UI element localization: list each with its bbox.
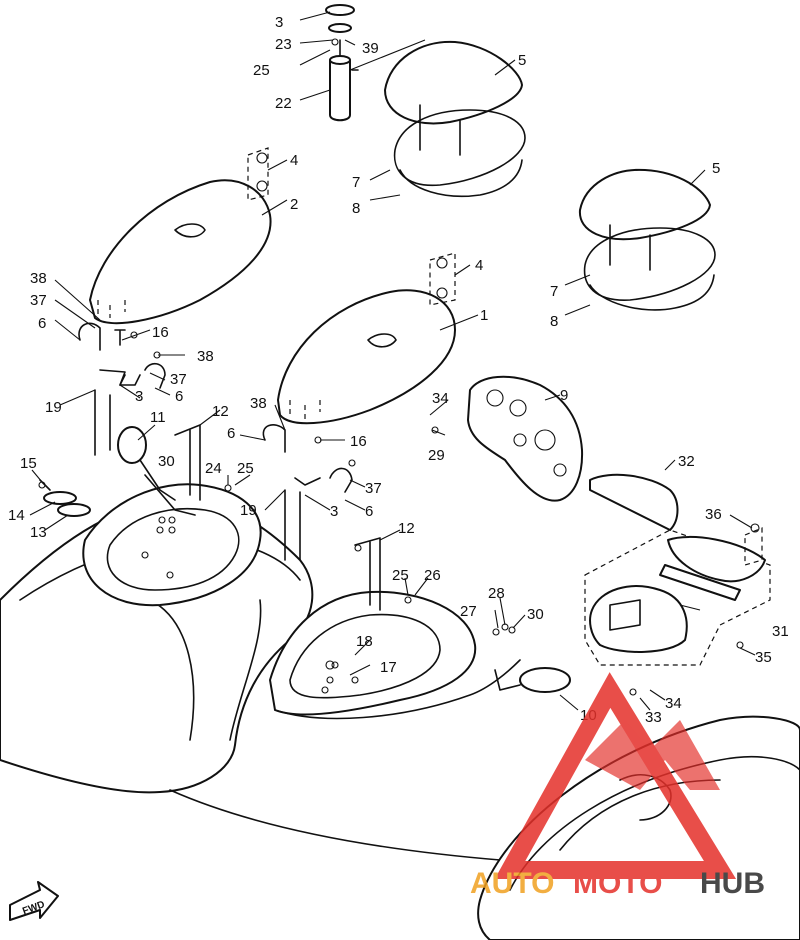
callout-25b: 26	[424, 567, 441, 584]
callout-17: 17	[380, 659, 397, 676]
callout-21: 23	[275, 36, 292, 53]
callout-37c: 37	[365, 480, 382, 497]
callout-12a: 12	[212, 403, 229, 420]
callout-11: 11	[150, 409, 166, 426]
callout-26: 30	[158, 453, 175, 470]
callout-20: 22	[275, 95, 292, 112]
callout-30: 30	[527, 606, 544, 623]
callout-6b: 6	[175, 388, 183, 405]
callout-2: 2	[290, 196, 298, 213]
callout-34b: 34	[665, 695, 682, 712]
callout-4b: 4	[475, 257, 483, 274]
callout-8b: 8	[550, 313, 558, 330]
tray-set-lower	[578, 168, 716, 311]
callout-16b: 16	[350, 433, 367, 450]
callout-31: 31	[772, 623, 789, 640]
callout-39: 39	[362, 40, 379, 57]
callout-7a: 7	[352, 174, 360, 191]
callout-18: 18	[356, 633, 373, 650]
callout-38a: 38	[30, 270, 47, 287]
parts-13-14	[39, 479, 91, 517]
seat-1-lower	[277, 289, 456, 425]
callout-22: 3	[275, 14, 283, 31]
seat-brackets	[78, 322, 353, 561]
callout-29: 29	[428, 447, 445, 464]
watermark-text-moto: MOTO	[573, 867, 662, 900]
callout-36: 36	[705, 506, 722, 523]
callout-19b: 19	[240, 502, 257, 519]
watermark-text-hub: HUB	[700, 867, 765, 900]
callout-8a: 8	[352, 200, 360, 217]
part-10-mirror	[494, 667, 571, 693]
callout-4a: 4	[290, 152, 298, 169]
callout-labels: 3 23 39 25 22 5 4 2 7 8 5 4 7 8 1 38 37 …	[8, 14, 789, 726]
callout-38c: 38	[250, 395, 267, 412]
seat-2-upper	[89, 179, 272, 325]
callout-7b: 7	[550, 283, 558, 300]
fasteners	[38, 38, 760, 696]
callout-32: 32	[678, 453, 695, 470]
callout-24a: 24	[205, 460, 222, 477]
callout-6c: 6	[227, 425, 235, 442]
tray-set-upper	[384, 40, 526, 198]
leader-lines	[29, 11, 756, 711]
callout-37b: 37	[170, 371, 187, 388]
callout-6d: 6	[365, 503, 373, 520]
mount-dashed-boxes	[247, 147, 763, 566]
callout-27: 27	[460, 603, 477, 620]
callout-25a: 25	[237, 460, 254, 477]
callout-35: 35	[755, 649, 772, 666]
rear-storage-bin	[269, 590, 521, 720]
callout-19a: 19	[45, 399, 62, 416]
glovebox-31	[584, 529, 771, 666]
callout-37a: 37	[30, 292, 47, 309]
callout-5a: 5	[518, 52, 526, 69]
tube-20-assembly	[325, 4, 359, 122]
callout-23: 25	[253, 62, 270, 79]
watermark-text-auto: AUTO	[470, 867, 554, 900]
callout-13: 13	[30, 524, 47, 541]
watermark-triangle-icon	[494, 672, 737, 879]
watermark-mountain-icon	[585, 720, 720, 790]
gasket-32	[589, 473, 679, 531]
callout-5b: 5	[712, 160, 720, 177]
front-storage-bin	[82, 483, 262, 607]
callout-12b: 12	[398, 520, 415, 537]
callout-38b: 38	[197, 348, 214, 365]
fwd-arrow-icon: FWD	[9, 881, 59, 921]
callout-3b: 3	[330, 503, 338, 520]
panel-9	[467, 375, 584, 502]
callout-15: 15	[20, 455, 37, 472]
callout-28: 28	[488, 585, 505, 602]
part-26	[144, 474, 196, 516]
part-11-cover	[117, 426, 176, 501]
callout-3a: 3	[135, 388, 143, 405]
callout-34a: 34	[432, 390, 449, 407]
callout-6a: 6	[38, 315, 46, 332]
callout-1: 1	[480, 307, 488, 324]
callout-33: 33	[645, 709, 662, 726]
watermark-logo: AUTO MOTO HUB	[470, 672, 765, 900]
callout-16a: 16	[152, 324, 169, 341]
callout-14: 14	[8, 507, 25, 524]
callout-24b: 25	[392, 567, 409, 584]
callout-9: 9	[560, 387, 568, 404]
